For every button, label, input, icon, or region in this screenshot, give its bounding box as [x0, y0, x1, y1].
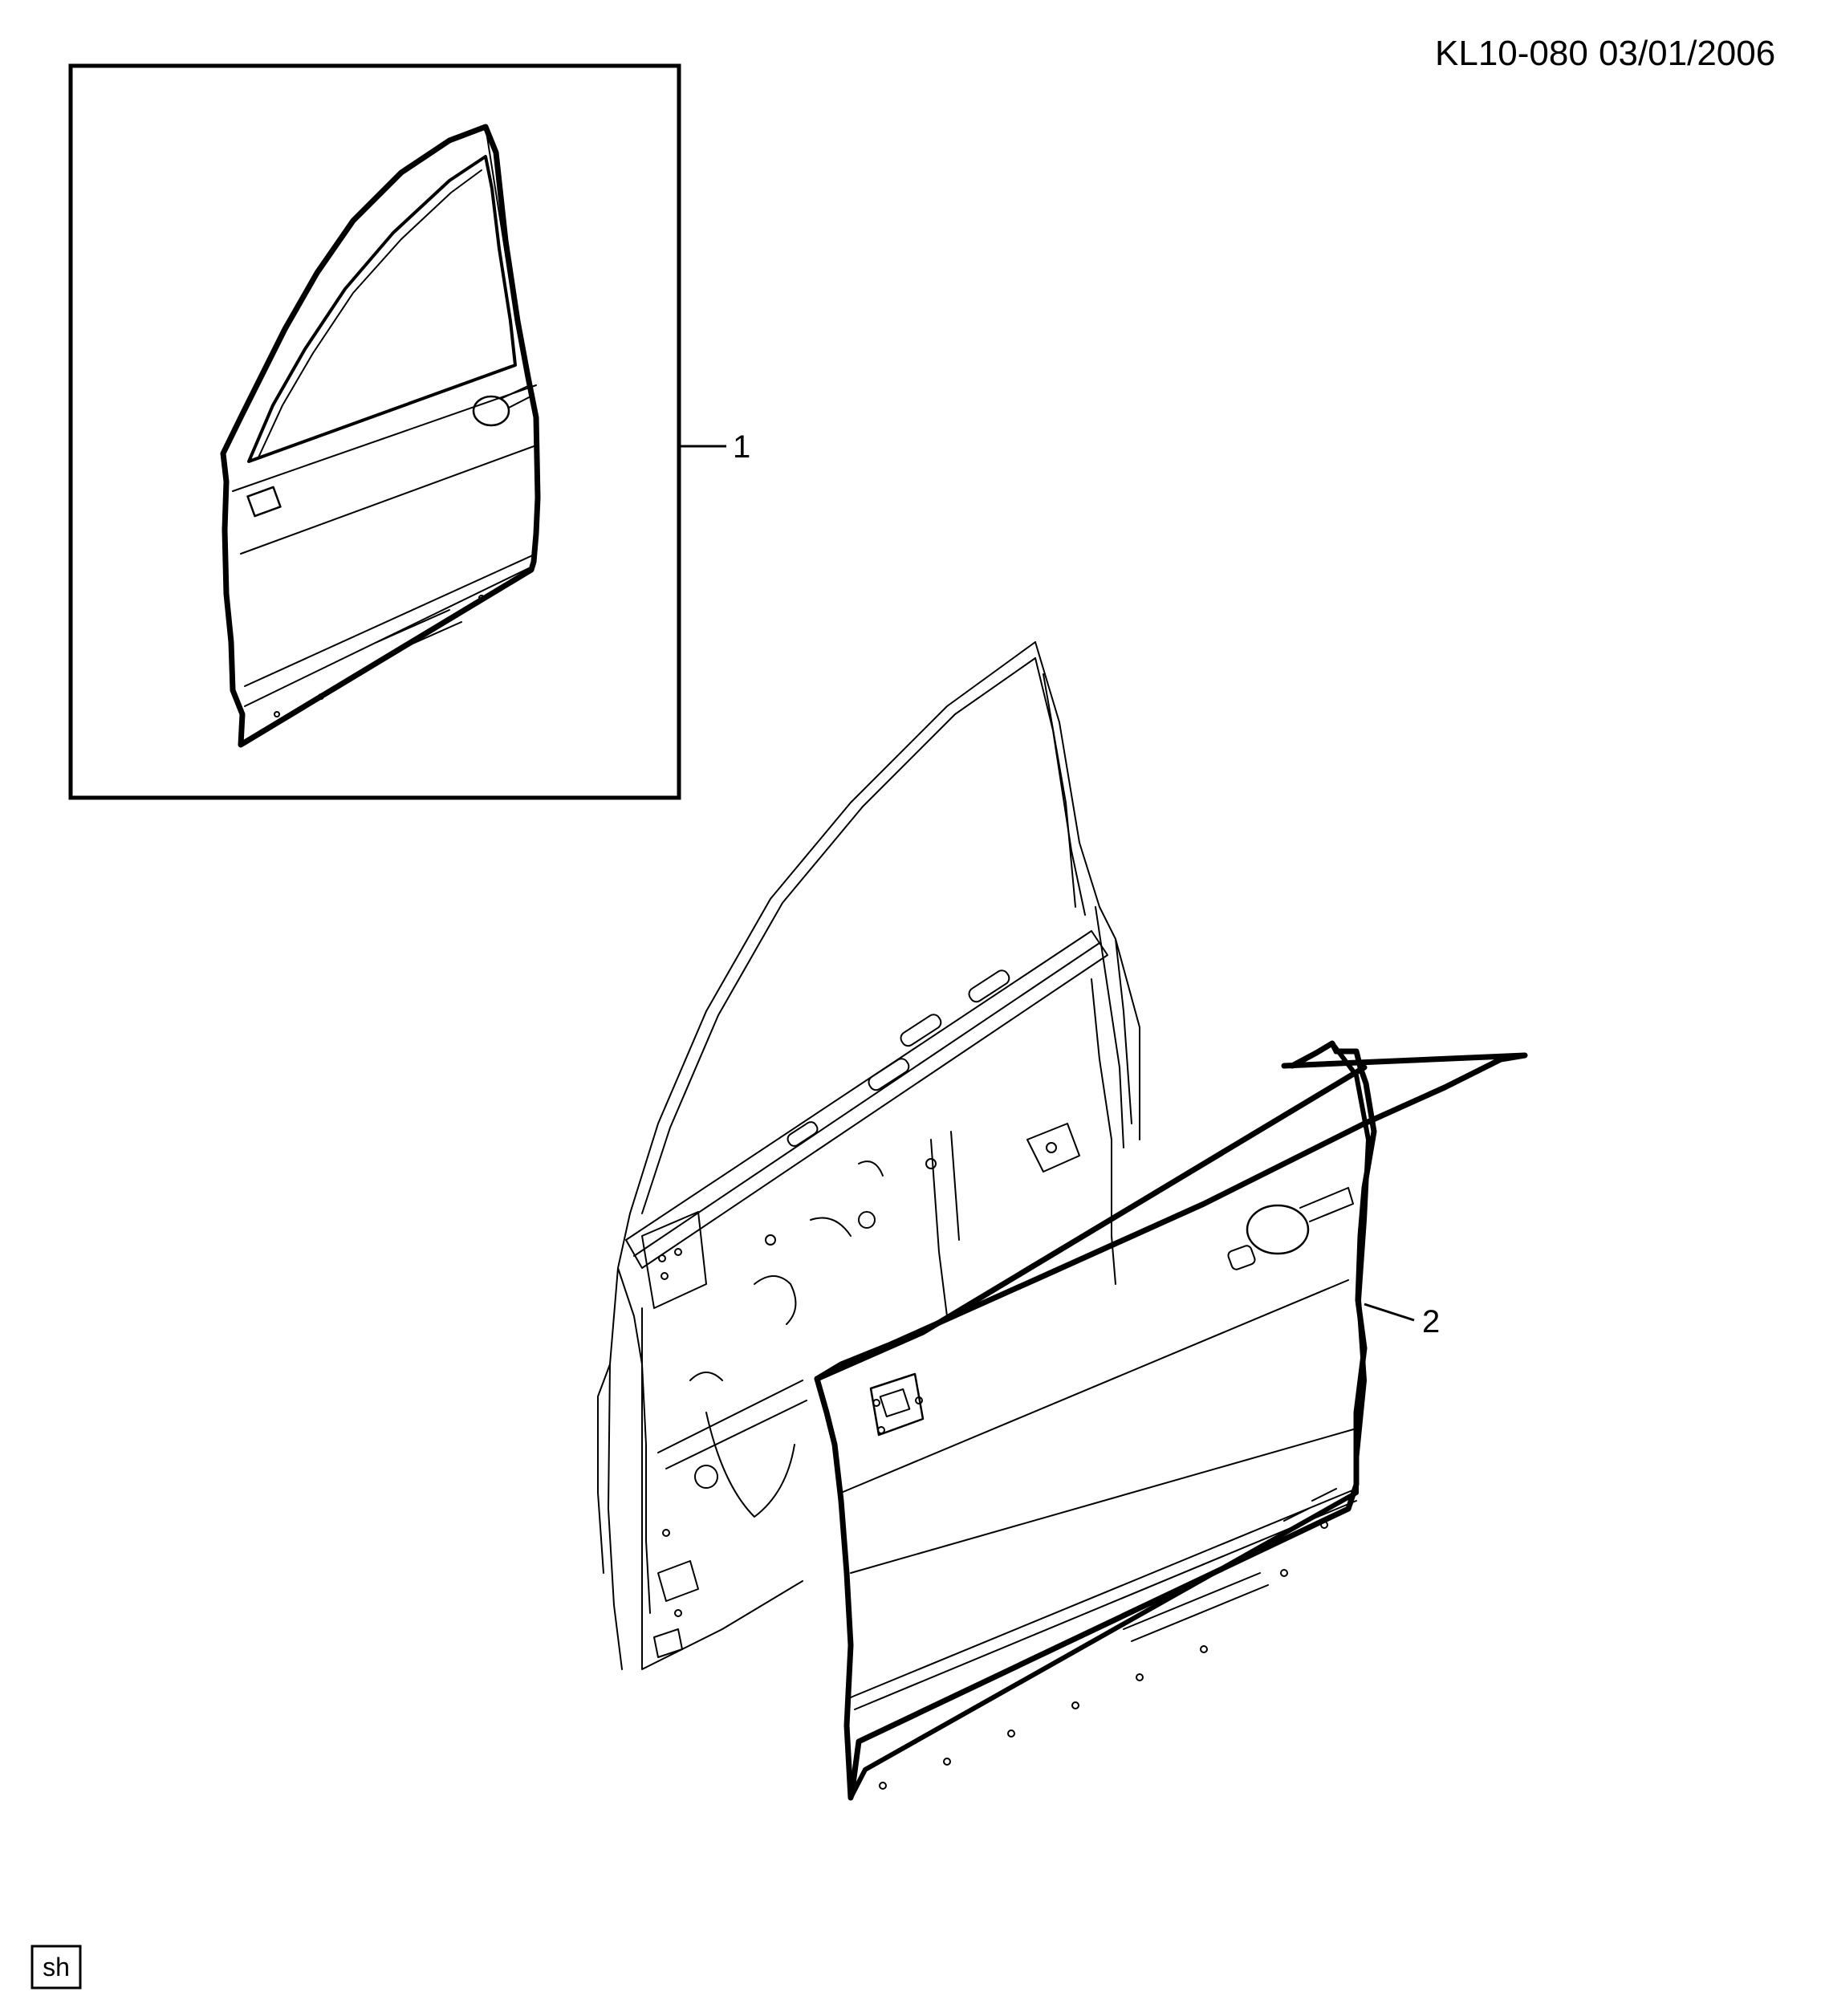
document-date: 03/01/2006: [1599, 34, 1775, 73]
door-inner-structure-illustration: [597, 641, 1140, 1670]
document-code: KL10-080: [1435, 34, 1588, 73]
door-assembly-illustration[interactable]: [220, 124, 541, 748]
callout-1-label: 1: [733, 429, 750, 465]
callout-2-leader: [1364, 1303, 1415, 1322]
inset-frame: [68, 63, 681, 800]
door-outer-panel-illustration[interactable]: [814, 1040, 1528, 1801]
footer-tag: sh: [43, 1953, 70, 1981]
footer-tag-box: [30, 1945, 82, 1990]
callout-2-label: 2: [1422, 1304, 1440, 1339]
